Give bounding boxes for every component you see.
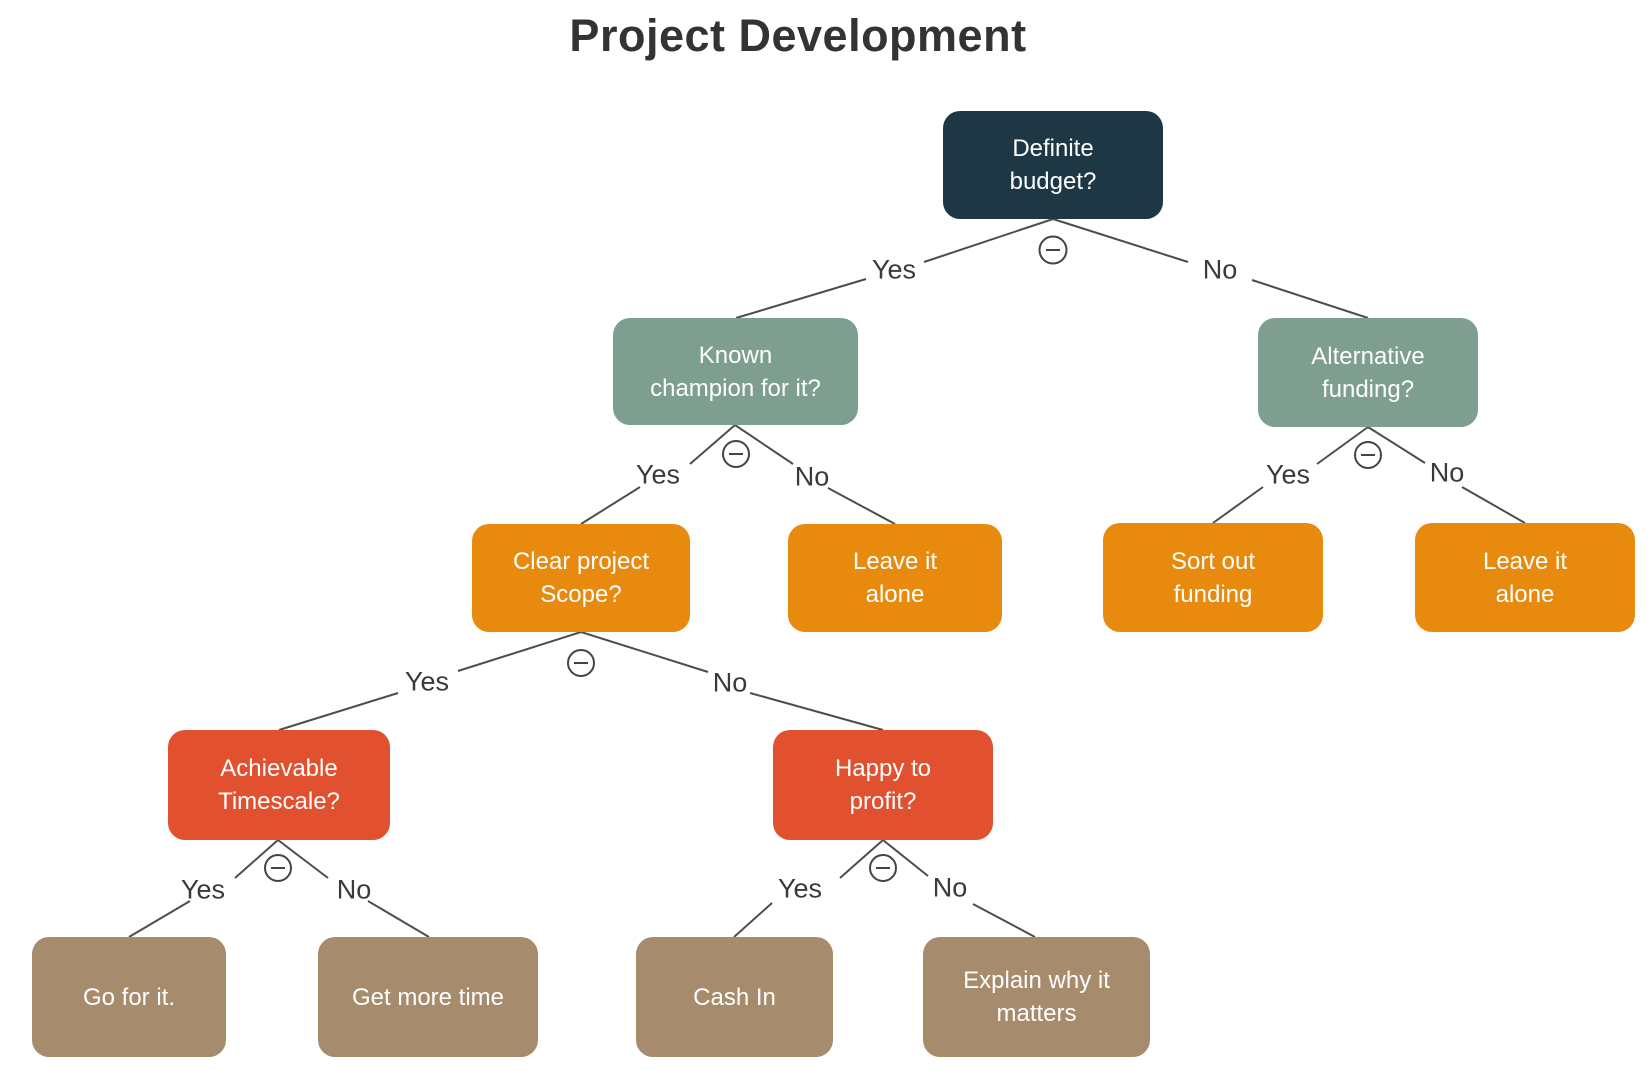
- edge-line: [457, 631, 582, 672]
- edge-line: [278, 692, 399, 731]
- edge-label-no: No: [932, 872, 968, 903]
- node-go-for-it[interactable]: Go for it.: [32, 937, 226, 1057]
- node-text-line: Alternative: [1311, 342, 1425, 370]
- minus-circle-icon[interactable]: [264, 854, 292, 882]
- edge-line: [1052, 218, 1189, 263]
- node-achievable-timescale[interactable]: Achievable Timescale?: [168, 730, 390, 840]
- node-text-line: Leave it: [1482, 547, 1568, 575]
- edge-line: [827, 487, 896, 525]
- minus-circle-icon[interactable]: [567, 649, 595, 677]
- node-text-line: Scope?: [540, 581, 622, 608]
- node-cash-in[interactable]: Cash In: [636, 937, 833, 1057]
- edge-label-yes: Yes: [635, 459, 681, 490]
- node-known-champion[interactable]: Known champion for it?: [613, 318, 858, 425]
- edge-label-no: No: [1429, 457, 1465, 488]
- edge-label-no: No: [336, 874, 372, 905]
- minus-circle-icon[interactable]: [869, 854, 897, 882]
- edge-line: [234, 839, 279, 879]
- edge-label-no: No: [712, 667, 748, 698]
- node-text-line: Clear project: [512, 548, 650, 575]
- node-text-line: alone: [1495, 580, 1555, 608]
- edge-line: [733, 902, 773, 938]
- node-text-line: Cash In: [693, 983, 776, 1011]
- edge-line: [882, 839, 929, 877]
- node-text-line: champion for it?: [650, 374, 821, 402]
- node-sort-out-funding[interactable]: Sort out funding: [1103, 523, 1323, 632]
- edge-label-yes: Yes: [777, 873, 823, 904]
- edge-line: [367, 900, 430, 938]
- edge-line: [1251, 279, 1369, 319]
- node-text-line: funding?: [1321, 375, 1415, 403]
- edge-label-no: No: [794, 461, 830, 492]
- node-text-line: Leave it: [852, 548, 938, 575]
- edge-line: [923, 218, 1054, 263]
- node-leave-it-alone-2[interactable]: Leave it alone: [1415, 523, 1635, 632]
- minus-circle-icon[interactable]: [722, 440, 750, 468]
- edge-line: [128, 900, 191, 938]
- edge-label-yes: Yes: [404, 666, 450, 697]
- edge-line: [1212, 486, 1264, 524]
- edge-line: [689, 424, 736, 465]
- node-happy-to-profit[interactable]: Happy to profit?: [773, 730, 993, 840]
- node-leave-it-alone-1[interactable]: Leave it alone: [788, 524, 1002, 632]
- node-text-line: Achievable: [220, 755, 338, 782]
- node-clear-project-scope[interactable]: Clear project Scope?: [472, 524, 690, 632]
- edge-line: [1367, 426, 1426, 464]
- edge-line: [735, 278, 867, 319]
- node-text-line: Go for it.: [82, 983, 176, 1011]
- node-text-line: Get more time: [351, 983, 505, 1011]
- node-text-line: Happy to: [834, 755, 932, 782]
- node-text-line: profit?: [849, 788, 917, 815]
- edge-line: [1461, 486, 1526, 524]
- minus-circle-icon[interactable]: [1038, 235, 1068, 265]
- node-text-line: Definite: [1012, 135, 1094, 162]
- node-explain-why-it-matters[interactable]: Explain why it matters: [923, 937, 1150, 1057]
- node-text-line: Timescale?: [218, 788, 340, 815]
- edge-label-yes: Yes: [871, 254, 917, 285]
- node-alternative-funding[interactable]: Alternative funding?: [1258, 318, 1478, 427]
- edge-line: [734, 424, 794, 465]
- edge-line: [839, 839, 884, 879]
- node-definite-budget[interactable]: Definite budget?: [943, 111, 1163, 219]
- edge-line: [580, 631, 709, 673]
- edge-label-yes: Yes: [1265, 459, 1311, 490]
- node-text-line: Sort out: [1170, 547, 1256, 575]
- edge-label-no: No: [1202, 254, 1238, 285]
- edge-line: [972, 903, 1036, 938]
- node-get-more-time[interactable]: Get more time: [318, 937, 538, 1057]
- edge-label-yes: Yes: [180, 874, 226, 905]
- edge-line: [580, 486, 641, 525]
- node-text-line: funding: [1173, 580, 1253, 608]
- minus-circle-icon[interactable]: [1354, 441, 1382, 469]
- diagram-title: Project Development: [569, 10, 1027, 61]
- node-text-line: Known: [698, 341, 773, 369]
- node-text-line: budget?: [1009, 168, 1097, 195]
- node-text-line: alone: [865, 581, 925, 608]
- edge-line: [277, 839, 329, 879]
- node-text-line: Explain why it: [963, 967, 1110, 994]
- node-text-line: matters: [996, 1000, 1077, 1027]
- edge-line: [1316, 426, 1369, 465]
- edge-line: [749, 692, 884, 731]
